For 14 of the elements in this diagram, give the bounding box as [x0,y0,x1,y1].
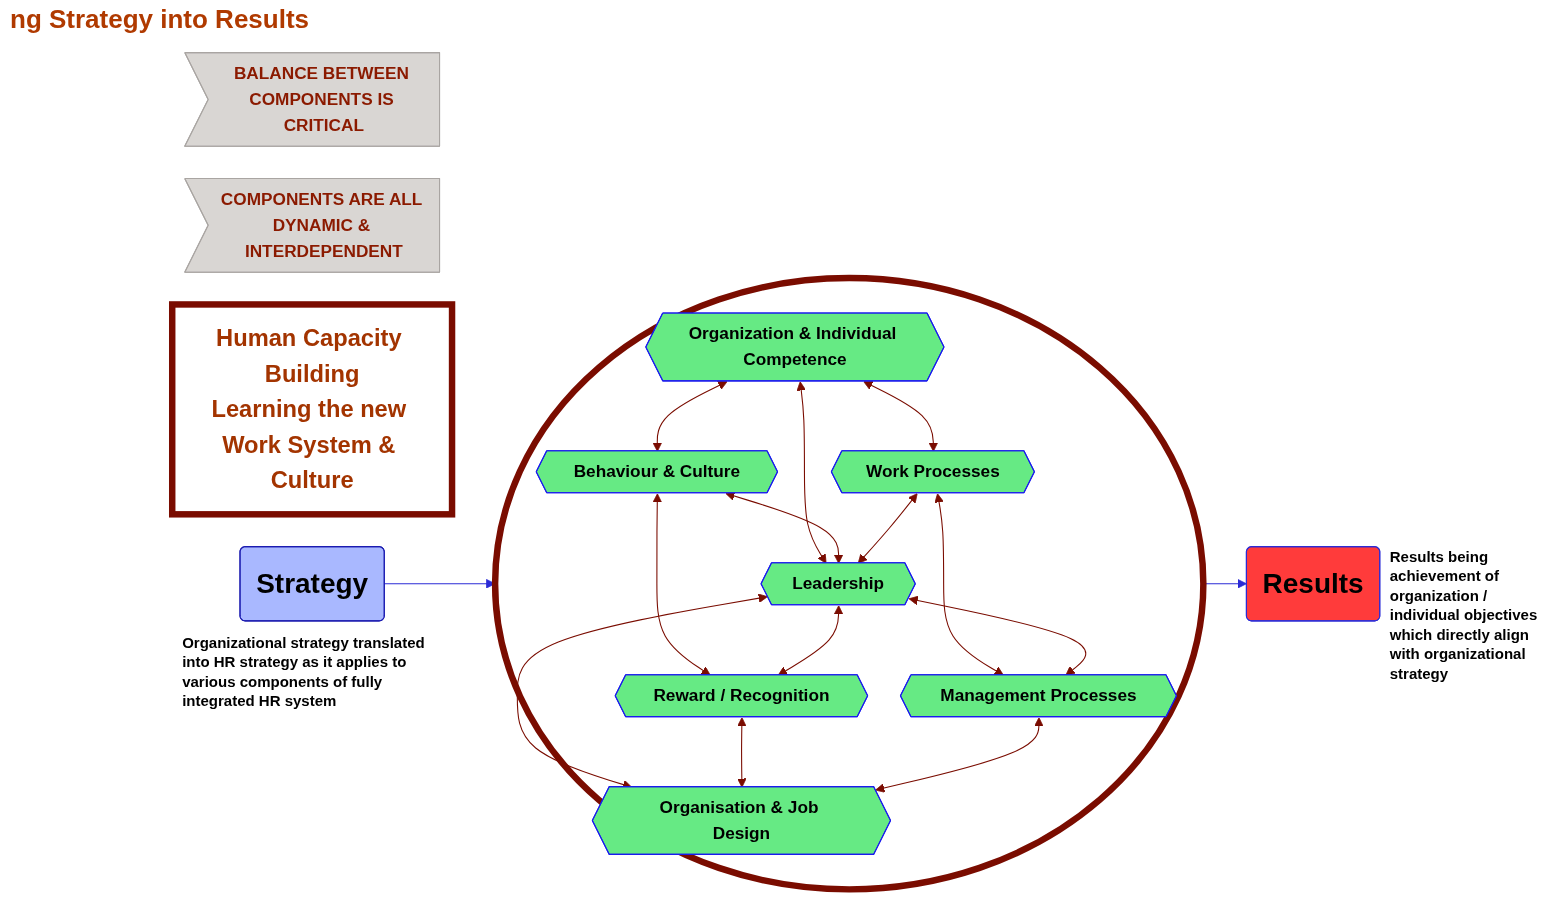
arrow [796,381,827,564]
arrow [652,381,728,452]
arrow [652,493,711,676]
arrow [777,605,844,676]
title: ng Strategy into Results [10,4,310,35]
arrow [857,493,918,564]
arrow [863,381,938,452]
arrow [737,717,747,788]
arrow [875,717,1044,793]
node-box: Human Capacity Building Learning the new Work System & Culture [169,301,456,518]
arrow [725,491,844,564]
arrow [908,595,1087,676]
arrow [934,493,1004,676]
cluster [491,274,1207,893]
